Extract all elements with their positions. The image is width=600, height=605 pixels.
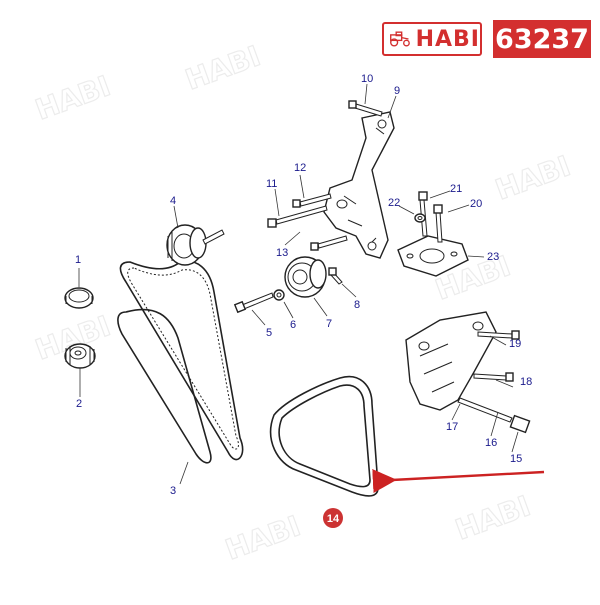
svg-text:HABI: HABI	[221, 509, 305, 566]
watermark-pattern: HABI HABI HABI HABI HABI HABI HABI	[31, 39, 576, 568]
callout-16: 16	[485, 437, 497, 449]
callout-23: 23	[487, 251, 499, 263]
bolt-10	[348, 100, 383, 117]
bolt-5	[233, 292, 274, 314]
bracket-17	[405, 311, 497, 411]
callout-11: 11	[266, 178, 277, 190]
belt-3	[117, 260, 244, 464]
tensioner-4	[166, 224, 225, 266]
stud-16	[457, 397, 513, 423]
callout-8: 8	[354, 299, 360, 311]
svg-text:HABI: HABI	[491, 149, 575, 206]
callout-4: 4	[170, 195, 176, 207]
callout-10: 10	[361, 73, 373, 85]
bolt-19	[477, 330, 520, 340]
callout-5: 5	[266, 327, 272, 339]
highlight-arrow	[372, 469, 545, 493]
bolt-12	[292, 193, 332, 208]
brand-name: HABI	[415, 26, 480, 52]
mount-plate-23	[397, 235, 469, 277]
bolt-8	[328, 267, 343, 285]
callout-1: 1	[75, 254, 81, 266]
callout-14: 14	[327, 513, 340, 525]
washer-22	[414, 213, 426, 223]
part-number-badge: 63237	[493, 20, 591, 58]
callout-18: 18	[520, 376, 532, 388]
callout-14-badge: 14	[323, 508, 343, 528]
pulley-1	[64, 287, 94, 309]
bolt-11	[267, 205, 328, 228]
callout-19: 19	[509, 338, 521, 350]
svg-text:HABI: HABI	[451, 489, 535, 546]
callout-7: 7	[326, 318, 332, 330]
callout-20: 20	[470, 198, 482, 210]
callout-labels: 1 2 3 4 5 6 7 8 9 10 11 12 13 14 15 16 1…	[75, 73, 532, 528]
callout-21: 21	[450, 183, 462, 195]
tractor-icon	[390, 31, 410, 47]
belt-14	[269, 375, 379, 497]
bolt-18	[473, 372, 514, 382]
svg-text:HABI: HABI	[31, 69, 115, 126]
callout-12: 12	[294, 162, 306, 174]
bracket-9	[323, 111, 395, 259]
callout-3: 3	[170, 485, 176, 497]
bolt-20	[433, 204, 443, 243]
bolt-13	[310, 235, 348, 251]
pulley-2	[64, 343, 96, 369]
callout-17: 17	[446, 421, 458, 433]
callout-2: 2	[76, 398, 82, 410]
idler-pulley-7	[284, 256, 327, 298]
spacer-15	[509, 414, 531, 434]
callout-22: 22	[388, 197, 400, 209]
brand-logo: HABI	[382, 22, 482, 56]
callout-13: 13	[276, 247, 288, 259]
washer-6	[273, 289, 285, 301]
callout-9: 9	[394, 85, 400, 97]
leader-lines	[78, 83, 519, 485]
svg-text:HABI: HABI	[181, 39, 265, 96]
callout-6: 6	[290, 319, 296, 331]
callout-15: 15	[510, 453, 522, 465]
